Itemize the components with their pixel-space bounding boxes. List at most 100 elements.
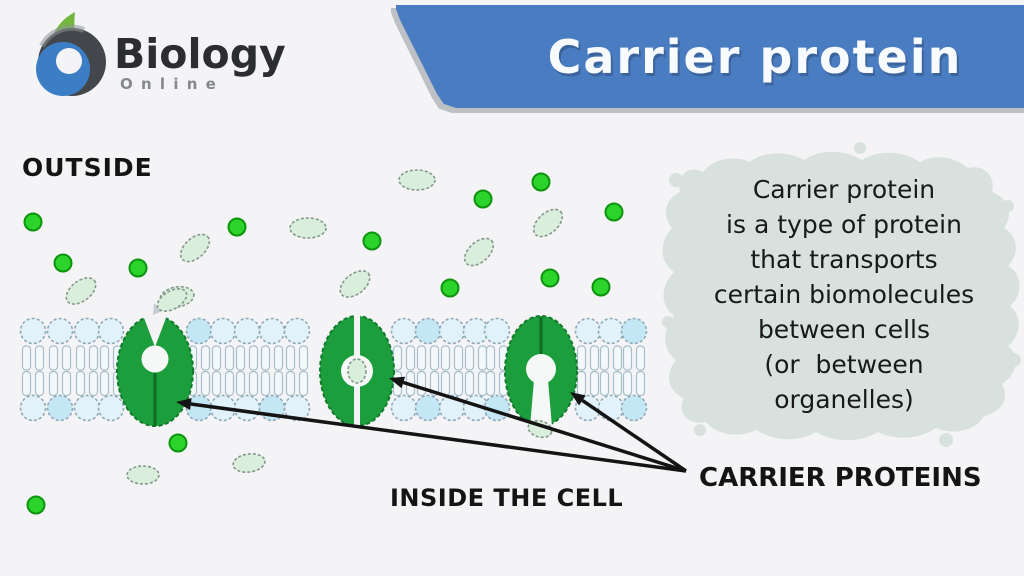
phospholipid-tail — [248, 370, 259, 397]
phospholipid-tail — [88, 345, 99, 371]
note-splotch-dot — [1002, 200, 1014, 212]
phospholipid-tail — [88, 370, 99, 397]
molecule-oval — [179, 233, 211, 263]
molecule-oval — [347, 358, 367, 384]
phospholipid-head — [574, 317, 602, 345]
molecule-dot — [591, 277, 611, 297]
phospholipid-tail — [34, 370, 45, 397]
phospholipid-head — [597, 394, 625, 422]
logo-swirl-highlight — [39, 24, 86, 48]
note-splotch-dot — [854, 142, 866, 154]
molecule-oval — [126, 465, 160, 485]
phospholipid-tail — [298, 345, 309, 371]
molecule-dot — [168, 433, 188, 453]
phospholipid-tail — [453, 370, 464, 397]
logo-subbrand: Online — [120, 75, 225, 94]
label-inside-the-cell: INSIDE THE CELL — [390, 484, 624, 512]
phospholipid-tail — [211, 345, 222, 371]
phospholipid-tail — [34, 345, 45, 371]
phospholipid-tail — [477, 345, 488, 371]
phospholipid-head — [283, 317, 311, 345]
molecule-dot — [540, 268, 560, 288]
label-outside: OUTSIDE — [22, 153, 153, 182]
molecule-dot — [531, 172, 551, 192]
phospholipid-tail — [285, 345, 296, 371]
phospholipid-head — [233, 394, 261, 422]
molecule-oval — [156, 288, 188, 312]
phospholipid-tail — [211, 370, 222, 397]
note-splotch-background — [662, 151, 1020, 441]
phospholipid-tail — [440, 345, 451, 371]
molecule-dot — [604, 202, 624, 222]
phospholipid-tail — [48, 345, 59, 371]
phospholipid-head — [97, 317, 125, 345]
phospholipid-tail — [99, 370, 110, 397]
molecule-oval — [398, 169, 436, 191]
phospholipid-head — [233, 317, 261, 345]
phospholipid-head — [46, 394, 74, 422]
phospholipid-tail — [224, 370, 235, 397]
phospholipid-tail — [298, 370, 309, 397]
phospholipid-tail — [416, 370, 427, 397]
note-splotch-dot — [1007, 353, 1021, 367]
molecule-oval — [463, 237, 495, 267]
title-banner: Carrier protein — [396, 5, 1024, 108]
phospholipid-tail — [75, 345, 86, 371]
note-line: is a type of protein — [726, 210, 962, 239]
logo-text: Biology Online — [114, 6, 286, 110]
phospholipid-head — [620, 394, 648, 422]
phospholipid-tail — [21, 345, 32, 371]
phospholipid-tail — [248, 345, 259, 371]
note-line: Carrier protein — [752, 175, 936, 204]
phospholipid-head — [258, 317, 286, 345]
phospholipid-head — [620, 317, 648, 345]
phospholipid-tail — [75, 370, 86, 397]
phospholipid-tail — [576, 370, 587, 397]
phospholipid-tail — [61, 345, 72, 371]
phospholipid-head — [414, 317, 442, 345]
protein-cavity — [141, 345, 169, 373]
molecule-dot — [23, 212, 43, 232]
molecule-oval — [339, 270, 371, 298]
note-splotch-dot — [662, 316, 674, 328]
molecule-dot — [128, 258, 148, 278]
note-splotch-dot — [694, 424, 706, 436]
phospholipid-tail — [235, 345, 246, 371]
phospholipid-tail — [273, 370, 284, 397]
phospholipid-tail — [48, 370, 59, 397]
note-line: between cells — [757, 315, 931, 344]
molecule-dot — [440, 278, 460, 298]
molecule-oval — [532, 208, 564, 238]
note-splotch-dot — [939, 433, 953, 447]
phospholipid-tail — [224, 345, 235, 371]
molecule-dot — [26, 495, 46, 515]
phospholipid-tail — [200, 370, 211, 397]
pointer-arrow-head — [153, 303, 164, 315]
phospholipid-head — [283, 394, 311, 422]
phospholipid-tail — [464, 345, 475, 371]
phospholipid-tail — [464, 370, 475, 397]
phospholipid-tail — [21, 370, 32, 397]
molecule-oval — [232, 453, 266, 473]
protein-opening — [530, 380, 552, 427]
biology-online-logo[interactable]: Biology Online — [12, 6, 332, 110]
phospholipid-tail — [599, 370, 610, 397]
phospholipid-tail — [260, 370, 271, 397]
label-carrier-proteins: CARRIER PROTEINS — [699, 463, 982, 493]
molecule-dot — [227, 217, 247, 237]
definition-note: Carrier protein is a type of protein that … — [668, 172, 1020, 417]
logo-hole-shape — [56, 48, 82, 74]
protein-opening — [141, 310, 169, 347]
phospholipid-head — [390, 394, 418, 422]
phospholipid-head — [209, 317, 237, 345]
note-line: that transports — [750, 245, 938, 274]
phospholipid-head — [46, 317, 74, 345]
phospholipid-tail — [622, 345, 633, 371]
molecule-dot — [362, 231, 382, 251]
phospholipid-head — [19, 394, 47, 422]
note-line: (or between — [764, 350, 924, 379]
phospholipid-tail — [440, 370, 451, 397]
logo-brand: Biology — [114, 30, 286, 78]
phospholipid-head — [73, 317, 101, 345]
